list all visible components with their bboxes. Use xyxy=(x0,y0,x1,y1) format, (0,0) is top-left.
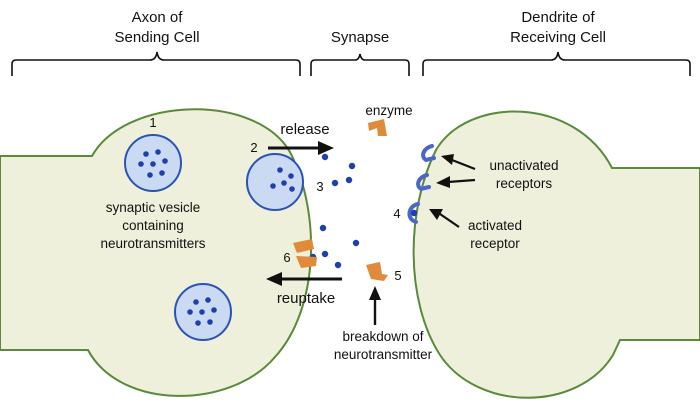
synapse-header: Synapse xyxy=(331,29,389,46)
reuptake-label: reuptake xyxy=(277,290,335,307)
activated-label-line2: receptor xyxy=(470,236,520,251)
dendrite-terminal xyxy=(412,110,700,399)
dendrite-brace xyxy=(422,51,691,76)
vesicle-label-line2: containing xyxy=(122,218,184,233)
breakdown-arrow xyxy=(369,286,381,325)
vesicle-label-line1: synaptic vesicle xyxy=(106,200,201,215)
axon-header-line2: Sending Cell xyxy=(114,29,199,46)
label-number-5: 5 xyxy=(394,268,401,283)
activated-receptor-arrow xyxy=(429,209,460,228)
vesicle-label-line3: neurotransmitters xyxy=(100,236,205,251)
enzyme-label: enzyme xyxy=(365,103,412,118)
activated-receptor xyxy=(407,202,420,224)
release-arrow xyxy=(268,141,334,155)
dendrite-header-line1: Dendrite of xyxy=(521,9,595,26)
synapse-brace xyxy=(310,53,410,76)
unactivated-label-line2: receptors xyxy=(496,176,553,191)
breakdown-label-line1: breakdown of xyxy=(342,329,423,344)
synaptic-vesicle-1 xyxy=(124,134,182,192)
label-number-3: 3 xyxy=(316,179,323,194)
unactivated-receptor-arrow-1 xyxy=(441,154,476,171)
dendrite-header-line2: Receiving Cell xyxy=(510,29,606,46)
breakdown-label-line2: neurotransmitter xyxy=(334,347,433,362)
synaptic-vesicle-fusing xyxy=(246,153,304,211)
reuptake-arrow xyxy=(266,272,342,286)
axon-brace xyxy=(11,51,301,76)
enzyme-shape xyxy=(368,119,387,136)
unactivated-receptor-arrow-2 xyxy=(436,176,476,188)
free-neurotransmitters xyxy=(309,153,381,270)
label-number-2: 2 xyxy=(250,140,257,155)
synaptic-vesicle-3 xyxy=(174,283,232,341)
enzyme-reuptake-site xyxy=(293,239,317,268)
enzyme-breakdown xyxy=(366,262,388,281)
label-number-4: 4 xyxy=(393,206,400,221)
activated-label-line1: activated xyxy=(468,218,522,233)
label-number-1: 1 xyxy=(149,115,156,130)
unactivated-receptor-2 xyxy=(416,173,431,192)
unactivated-receptor-1 xyxy=(421,144,436,163)
label-number-6: 6 xyxy=(283,250,290,265)
release-label: release xyxy=(280,121,329,138)
unactivated-label-line1: unactivated xyxy=(489,158,558,173)
axon-header-line1: Axon of xyxy=(132,9,184,26)
